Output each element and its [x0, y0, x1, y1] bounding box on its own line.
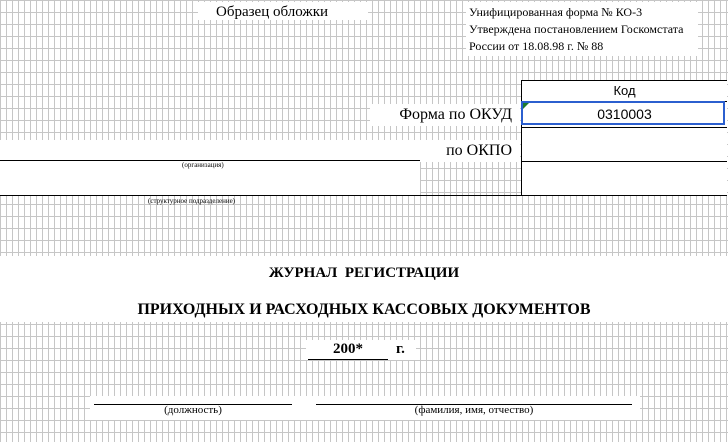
- okud-label-area: [370, 104, 520, 126]
- code-table-area: [521, 80, 727, 196]
- year-suffix: г.: [396, 341, 405, 357]
- code-table-divider-3: [521, 161, 727, 162]
- comment-marker-icon: [523, 103, 529, 109]
- form-info-line-1: Унифицированная форма № КО-3: [469, 5, 643, 19]
- organization-caption: (организация): [182, 161, 224, 169]
- code-table-border-top: [521, 80, 727, 81]
- organization-area: [0, 140, 420, 196]
- code-table-divider-2: [521, 127, 727, 128]
- sample-cover-area: [198, 2, 368, 20]
- okud-value-cell[interactable]: [521, 101, 725, 125]
- title-area: [0, 256, 728, 322]
- organization-line: [0, 160, 420, 161]
- okud-value[interactable]: 0310003: [597, 106, 652, 122]
- year-area: [306, 340, 416, 360]
- name-caption: (фамилия, имя, отчество): [414, 404, 534, 416]
- okud-label: Форма по ОКУД: [399, 106, 512, 123]
- form-info-area: [466, 2, 698, 56]
- journal-title-line-1: ЖУРНАЛ РЕГИСТРАЦИИ: [268, 265, 460, 281]
- code-table-border-left: [521, 80, 522, 196]
- year-value[interactable]: 200*: [333, 341, 363, 357]
- position-caption: (должность): [164, 404, 222, 416]
- year-underline: [308, 359, 388, 360]
- okpo-label-area: [420, 140, 520, 162]
- subdivision-caption: (структурное подразделение): [148, 197, 236, 205]
- form-info-line-3: России от 18.08.98 г. № 88: [469, 39, 604, 53]
- okpo-label: по ОКПО: [446, 142, 512, 159]
- name-line: [316, 404, 632, 405]
- signature-area: [90, 396, 640, 420]
- subdivision-line: [0, 195, 521, 196]
- form-info-line-2: Утверждена постановлением Госкомстата: [469, 22, 684, 36]
- code-table-border-bottom: [521, 195, 727, 196]
- position-line: [94, 404, 292, 405]
- okpo-value-cell[interactable]: [522, 128, 727, 161]
- sample-cover-title: Образец обложки: [216, 4, 329, 20]
- journal-title-line-2: ПРИХОДНЫХ И РАСХОДНЫХ КАССОВЫХ ДОКУМЕНТО…: [137, 301, 591, 318]
- code-header: Код: [613, 83, 636, 98]
